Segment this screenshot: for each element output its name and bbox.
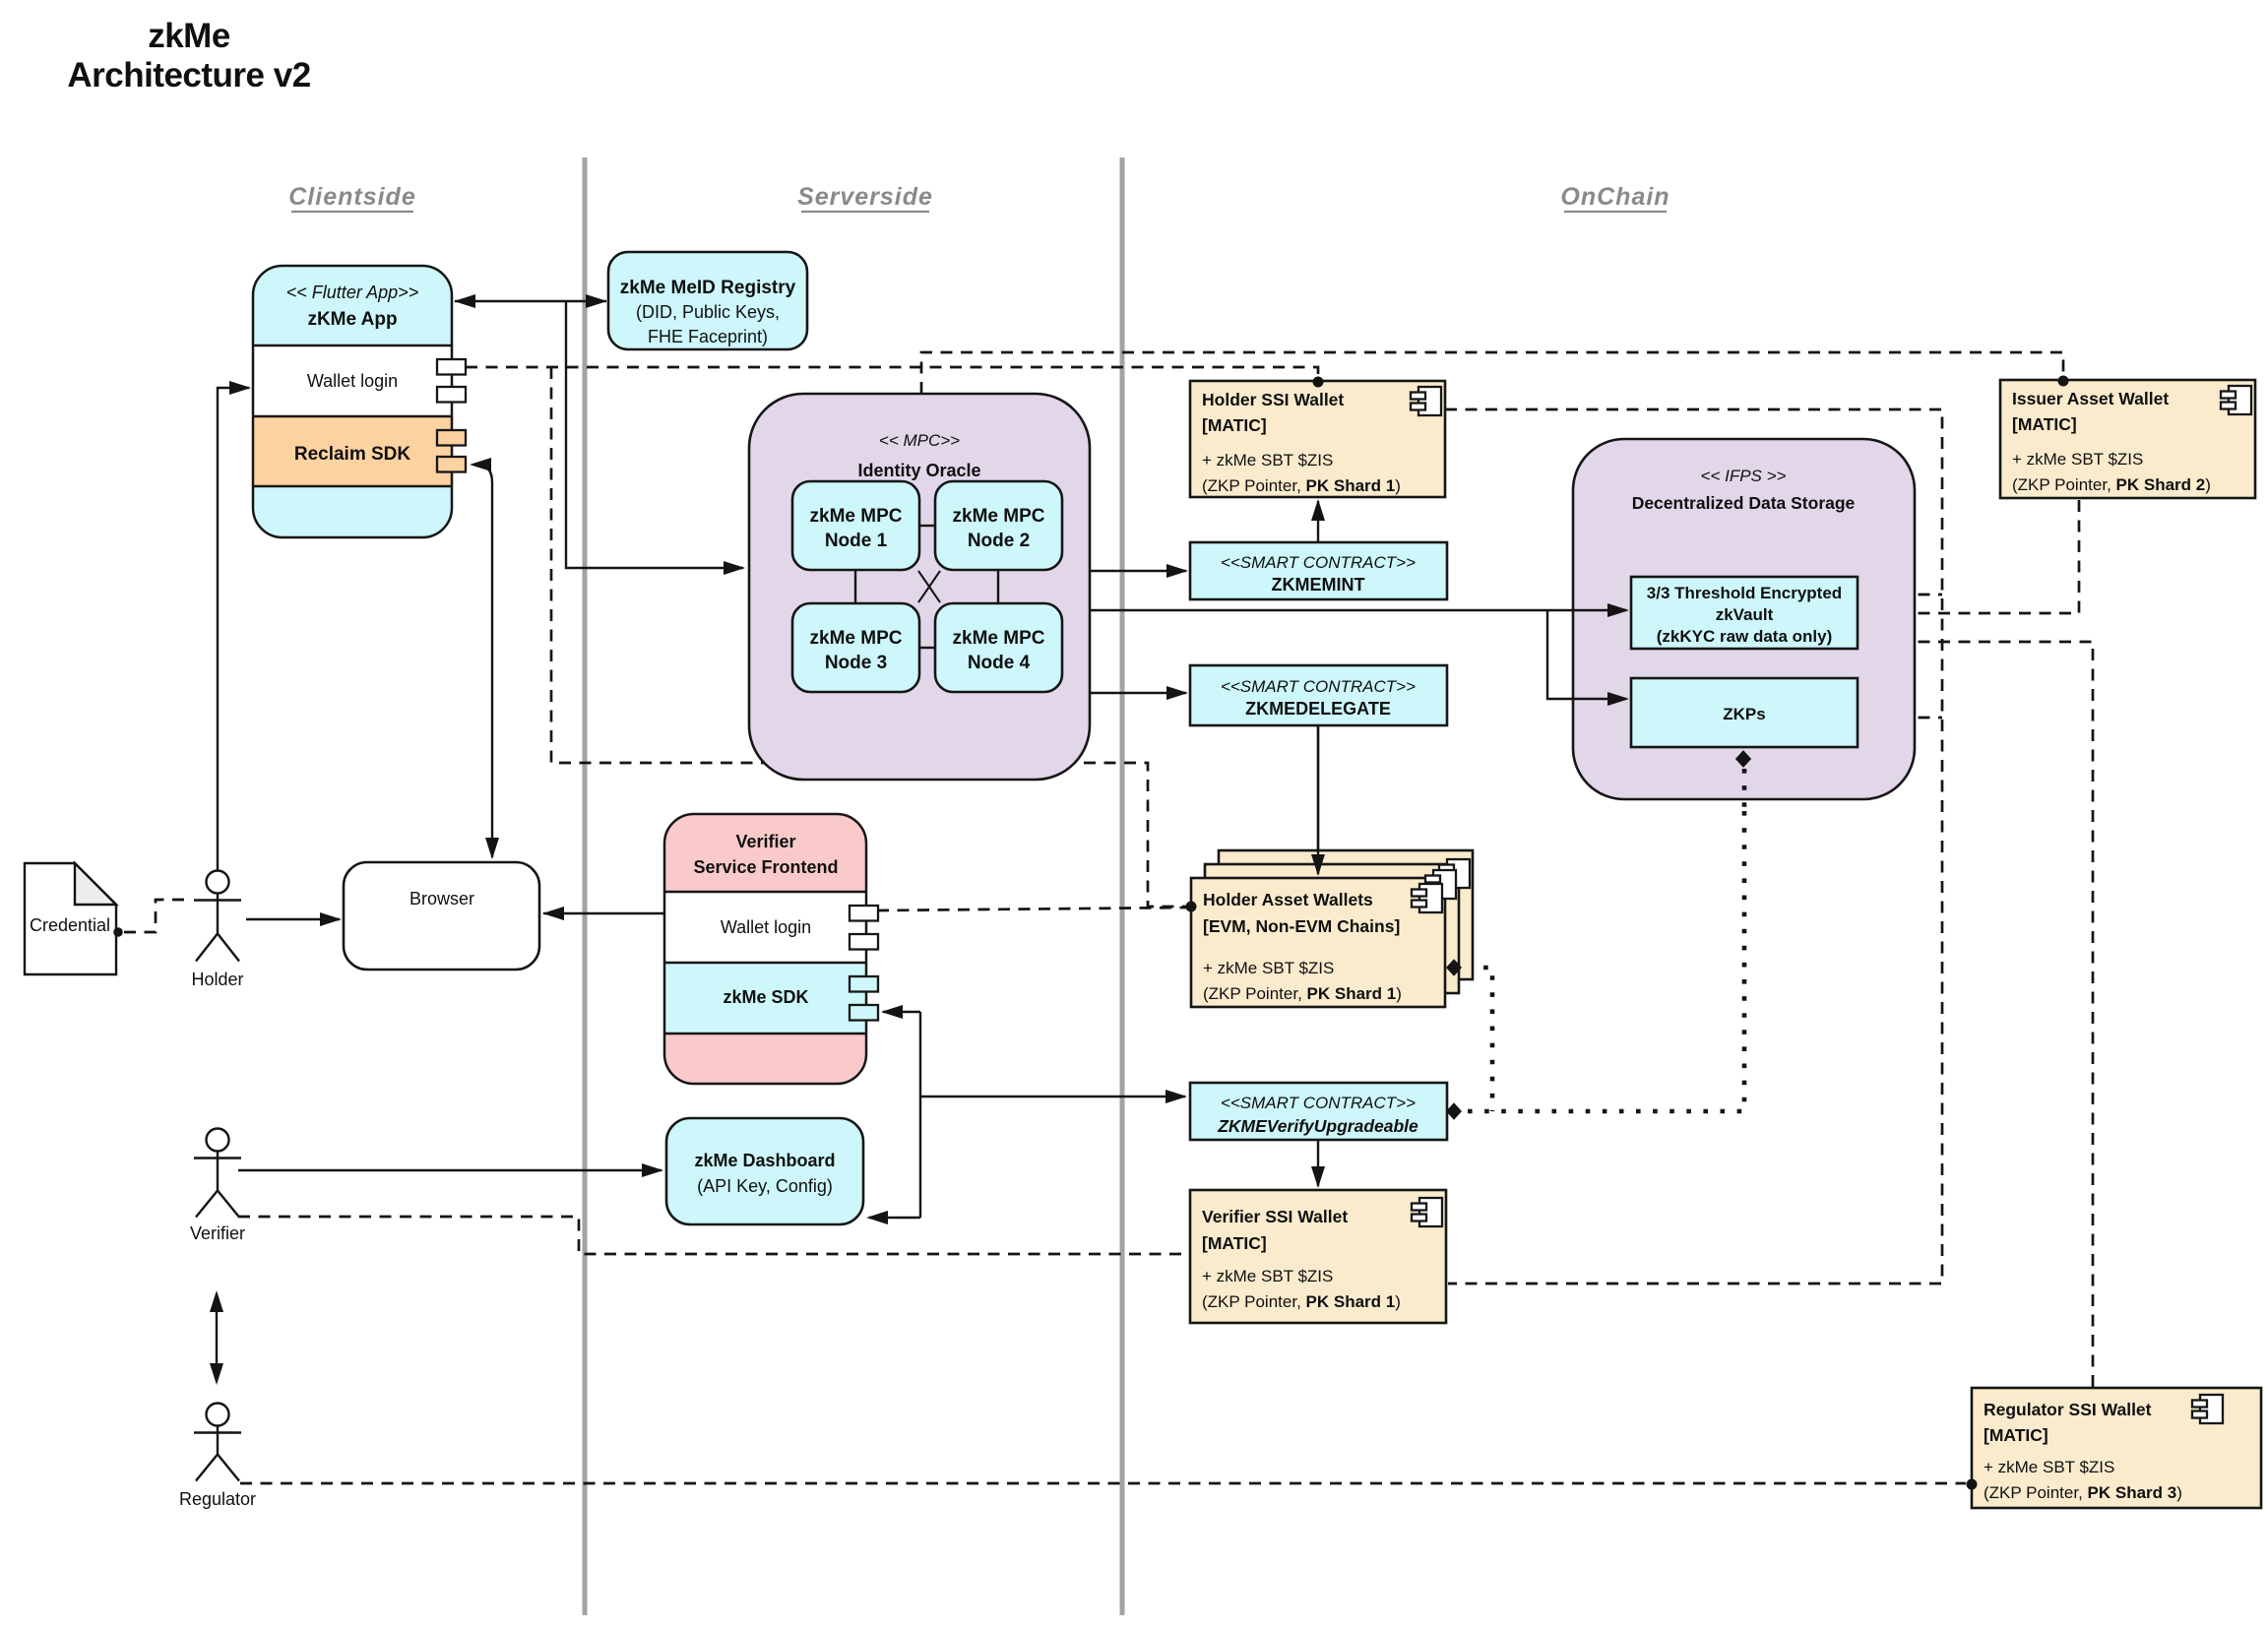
svg-text:(ZKP Pointer, PK Shard 3): (ZKP Pointer, PK Shard 3) xyxy=(1984,1483,2182,1502)
svg-text:Holder: Holder xyxy=(191,970,243,989)
svg-text:ZKMEVerifyUpgradeable: ZKMEVerifyUpgradeable xyxy=(1217,1116,1418,1136)
svg-text:Holder Asset Wallets: Holder Asset Wallets xyxy=(1203,890,1373,909)
svg-text:Browser: Browser xyxy=(410,889,474,909)
svg-text:zkMe MeID Registry: zkMe MeID Registry xyxy=(620,278,796,298)
svg-text:<< MPC>>: << MPC>> xyxy=(879,431,960,450)
svg-text:[MATIC]: [MATIC] xyxy=(1202,415,1267,435)
svg-text:Identity Oracle: Identity Oracle xyxy=(857,461,980,480)
svg-text:Credential: Credential xyxy=(30,915,110,935)
svg-text:Serverside: Serverside xyxy=(797,183,933,211)
svg-text:(DID, Public Keys,: (DID, Public Keys, xyxy=(636,302,780,322)
svg-text:Node 4: Node 4 xyxy=(968,653,1031,673)
svg-text:(ZKP Pointer, PK Shard 1): (ZKP Pointer, PK Shard 1) xyxy=(1202,1292,1401,1311)
svg-text:Node 1: Node 1 xyxy=(825,531,888,551)
svg-text:Reclaim SDK: Reclaim SDK xyxy=(294,444,411,465)
svg-text:zkMe SDK: zkMe SDK xyxy=(723,987,808,1007)
svg-text:Holder SSI Wallet: Holder SSI Wallet xyxy=(1202,390,1344,409)
svg-text:Decentralized Data Storage: Decentralized Data Storage xyxy=(1632,493,1856,513)
svg-text:(ZKP Pointer, PK Shard 1): (ZKP Pointer, PK Shard 1) xyxy=(1202,476,1401,495)
svg-text:Verifier: Verifier xyxy=(735,832,795,851)
svg-text:+ zkMe SBT $ZIS: + zkMe SBT $ZIS xyxy=(1203,959,1334,977)
svg-text:+ zkMe SBT $ZIS: + zkMe SBT $ZIS xyxy=(1202,451,1333,470)
svg-text:Architecture v2: Architecture v2 xyxy=(67,56,310,94)
svg-text:zkMe MPC: zkMe MPC xyxy=(953,628,1045,649)
svg-text:FHE Faceprint): FHE Faceprint) xyxy=(648,327,768,346)
svg-text:<<SMART CONTRACT>>: <<SMART CONTRACT>> xyxy=(1221,553,1416,572)
svg-text:ZKMEDELEGATE: ZKMEDELEGATE xyxy=(1245,699,1391,719)
svg-text:Regulator SSI Wallet: Regulator SSI Wallet xyxy=(1984,1400,2152,1419)
svg-text:<<SMART CONTRACT>>: <<SMART CONTRACT>> xyxy=(1221,677,1416,696)
svg-text:zkMe: zkMe xyxy=(148,17,230,55)
svg-text:Wallet login: Wallet login xyxy=(307,371,398,391)
svg-text:Issuer Asset Wallet: Issuer Asset Wallet xyxy=(2012,389,2169,408)
svg-text:+ zkMe SBT $ZIS: + zkMe SBT $ZIS xyxy=(1202,1267,1333,1285)
svg-text:OnChain: OnChain xyxy=(1560,183,1670,211)
svg-text:3/3 Threshold Encrypted: 3/3 Threshold Encrypted xyxy=(1647,584,1842,602)
svg-text:zkMe MPC: zkMe MPC xyxy=(810,506,903,527)
svg-text:ZKMEMINT: ZKMEMINT xyxy=(1272,575,1365,595)
svg-text:[MATIC]: [MATIC] xyxy=(1984,1425,2048,1445)
svg-text:<< Flutter App>>: << Flutter App>> xyxy=(286,282,418,302)
svg-text:[EVM, Non-EVM Chains]: [EVM, Non-EVM Chains] xyxy=(1203,916,1400,936)
svg-text:Regulator: Regulator xyxy=(179,1489,256,1509)
svg-text:[MATIC]: [MATIC] xyxy=(1202,1233,1267,1253)
svg-text:+ zkMe SBT $ZIS: + zkMe SBT $ZIS xyxy=(2012,450,2143,469)
svg-text:Wallet login: Wallet login xyxy=(721,917,811,937)
svg-text:ZKPs: ZKPs xyxy=(1723,705,1765,723)
svg-text:<< IFPS >>: << IFPS >> xyxy=(1701,467,1787,485)
svg-text:zkMe Dashboard: zkMe Dashboard xyxy=(694,1151,835,1170)
svg-text:<<SMART CONTRACT>>: <<SMART CONTRACT>> xyxy=(1221,1094,1416,1112)
svg-text:Clientside: Clientside xyxy=(288,183,415,211)
svg-text:zKMe App: zKMe App xyxy=(307,309,397,330)
svg-text:zkVault: zkVault xyxy=(1716,605,1774,624)
svg-text:(ZKP Pointer, PK Shard 1): (ZKP Pointer, PK Shard 1) xyxy=(1203,984,1402,1003)
svg-text:Node 2: Node 2 xyxy=(968,531,1030,551)
svg-text:[MATIC]: [MATIC] xyxy=(2012,414,2077,434)
svg-text:(API Key, Config): (API Key, Config) xyxy=(697,1176,833,1196)
svg-text:Node 3: Node 3 xyxy=(825,653,887,673)
svg-text:(ZKP Pointer, PK Shard 2): (ZKP Pointer, PK Shard 2) xyxy=(2012,475,2211,494)
svg-text:Verifier SSI Wallet: Verifier SSI Wallet xyxy=(1202,1207,1348,1226)
svg-text:(zkKYC raw data only): (zkKYC raw data only) xyxy=(1657,627,1833,646)
svg-text:zkMe MPC: zkMe MPC xyxy=(810,628,903,649)
svg-text:Service Frontend: Service Frontend xyxy=(693,857,838,877)
svg-text:+ zkMe SBT $ZIS: + zkMe SBT $ZIS xyxy=(1984,1458,2114,1476)
svg-text:zkMe MPC: zkMe MPC xyxy=(953,506,1045,527)
svg-text:Verifier: Verifier xyxy=(190,1223,245,1243)
